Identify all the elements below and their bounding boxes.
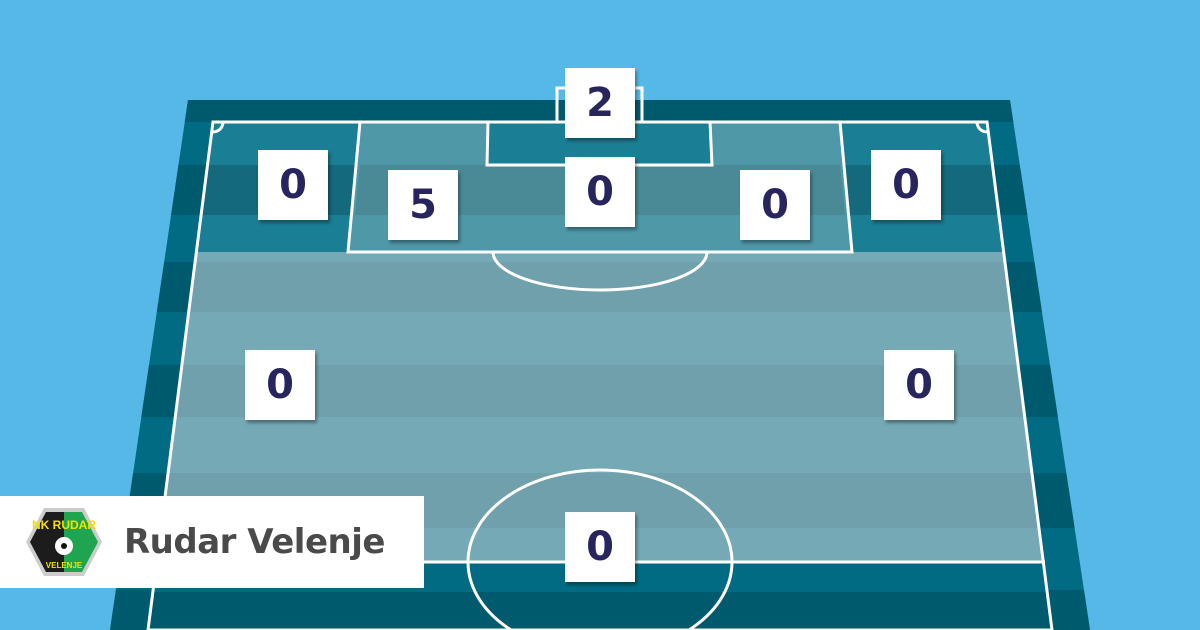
svg-text:VELENJE: VELENJE	[46, 561, 83, 570]
zone-box-left-count: 5	[388, 170, 458, 240]
zone-box-right-count: 0	[740, 170, 810, 240]
club-logo-icon: NK RUDAR VELENJE	[26, 508, 102, 576]
team-name: Rudar Velenje	[124, 522, 385, 562]
svg-text:NK RUDAR: NK RUDAR	[32, 518, 96, 532]
zone-goal-count: 2	[565, 68, 635, 138]
zone-right-corner-count: 0	[871, 150, 941, 220]
zone-left-corner-count: 0	[258, 150, 328, 220]
zone-right-wing-count: 0	[884, 350, 954, 420]
team-banner: NK RUDAR VELENJE Rudar Velenje	[0, 496, 424, 588]
zone-six-yard-count: 0	[565, 157, 635, 227]
zone-own-half-count: 0	[565, 512, 635, 582]
zone-left-wing-count: 0	[245, 350, 315, 420]
